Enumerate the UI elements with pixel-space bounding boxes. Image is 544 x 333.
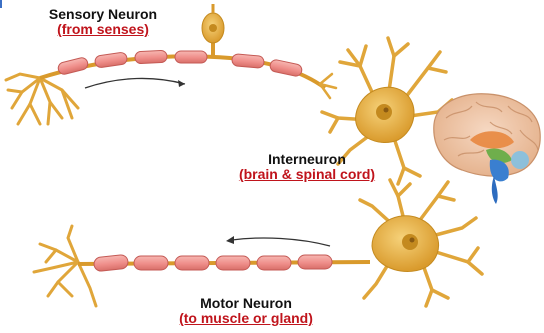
sensory-neuron-title: Sensory Neuron [30, 7, 176, 22]
brain-icon [434, 94, 540, 204]
sensory-signal-arrow [85, 78, 185, 88]
motor-signal-arrow [232, 238, 330, 246]
sensory-dendrites [6, 74, 78, 124]
motor-neuron-subtitle: (to muscle or gland) [158, 311, 334, 326]
motor-neuron [34, 180, 482, 306]
interneuron-subtitle: (brain & spinal cord) [214, 167, 400, 182]
motor-axon-terminal [34, 226, 96, 306]
motor-neuron-label: Motor Neuron (to muscle or gland) [158, 296, 334, 326]
interneuron-nucleolus [384, 108, 389, 113]
motor-neuron-title: Motor Neuron [158, 296, 334, 311]
motor-arrowhead [226, 236, 234, 244]
sensory-nucleus [209, 24, 217, 32]
motor-nucleolus [410, 238, 415, 243]
interneuron-title: Interneuron [214, 152, 400, 167]
interneuron-label: Interneuron (brain & spinal cord) [214, 152, 400, 182]
interneuron-nucleus [376, 104, 392, 120]
sensory-neuron-label: Sensory Neuron (from senses) [30, 7, 176, 37]
sensory-terminal [320, 74, 336, 98]
motor-nucleus [402, 234, 418, 250]
sensory-arrowhead [178, 80, 185, 87]
sensory-neuron-subtitle: (from senses) [30, 22, 176, 37]
